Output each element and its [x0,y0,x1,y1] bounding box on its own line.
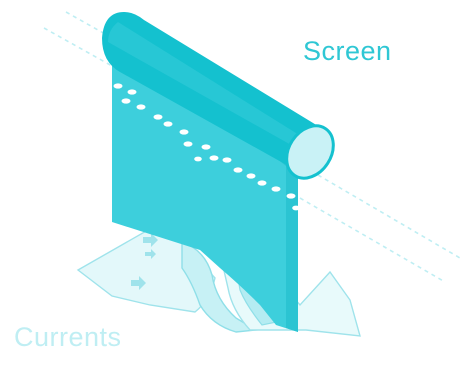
dot [210,155,219,160]
dot [128,89,137,94]
dot [258,180,267,185]
guide-line-right-a [318,175,460,258]
dot [292,206,300,211]
dot [223,157,232,162]
dot [202,144,211,149]
dot [164,121,173,126]
dot [137,104,146,109]
dot [114,83,123,88]
dot [272,186,281,191]
dot [287,193,296,198]
guide-line-right-b [300,198,445,282]
dot [122,98,131,103]
dot [234,167,243,172]
dot [184,141,193,146]
currents-label: Currents [14,322,122,353]
dot [180,129,189,134]
dot [154,114,163,119]
dot [247,173,256,178]
dot [194,157,202,162]
guide-line-left [44,28,112,66]
screen-label: Screen [303,36,392,67]
